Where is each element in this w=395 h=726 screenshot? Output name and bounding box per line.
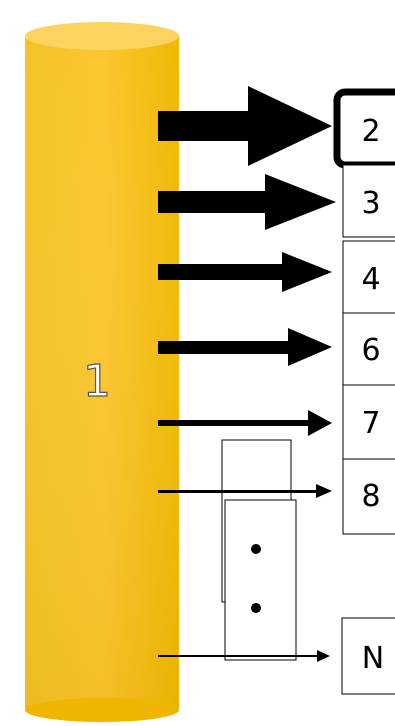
target-node-4: 4 (343, 241, 395, 313)
node-label-2: 2 (361, 114, 380, 149)
main-node-label: 1 (83, 356, 111, 407)
node-label-4: 4 (361, 262, 380, 297)
target-node-3: 3 (343, 165, 395, 237)
node-label-n: N (362, 641, 384, 676)
node-label-8: 8 (361, 479, 380, 514)
node-label-6: 6 (361, 333, 380, 368)
main-node-cylinder: 1 (25, 22, 179, 722)
node-label-3: 3 (361, 186, 380, 221)
ellipsis-dot (251, 603, 261, 613)
target-node-6: 6 (343, 313, 395, 385)
arrow-to-3 (158, 174, 336, 230)
arrow-to-6 (158, 328, 332, 366)
target-node-n: N (342, 618, 395, 694)
arrow-to-2 (158, 86, 332, 166)
node-label-7: 7 (361, 406, 380, 441)
target-node-8: 8 (343, 459, 395, 534)
ellipsis-stack (222, 440, 296, 660)
arrow-to-4 (158, 252, 332, 292)
arrow-to-7 (158, 410, 332, 436)
ellipsis-dot (251, 544, 261, 554)
target-node-2: 2 (337, 92, 395, 165)
target-node-7: 7 (343, 385, 395, 459)
